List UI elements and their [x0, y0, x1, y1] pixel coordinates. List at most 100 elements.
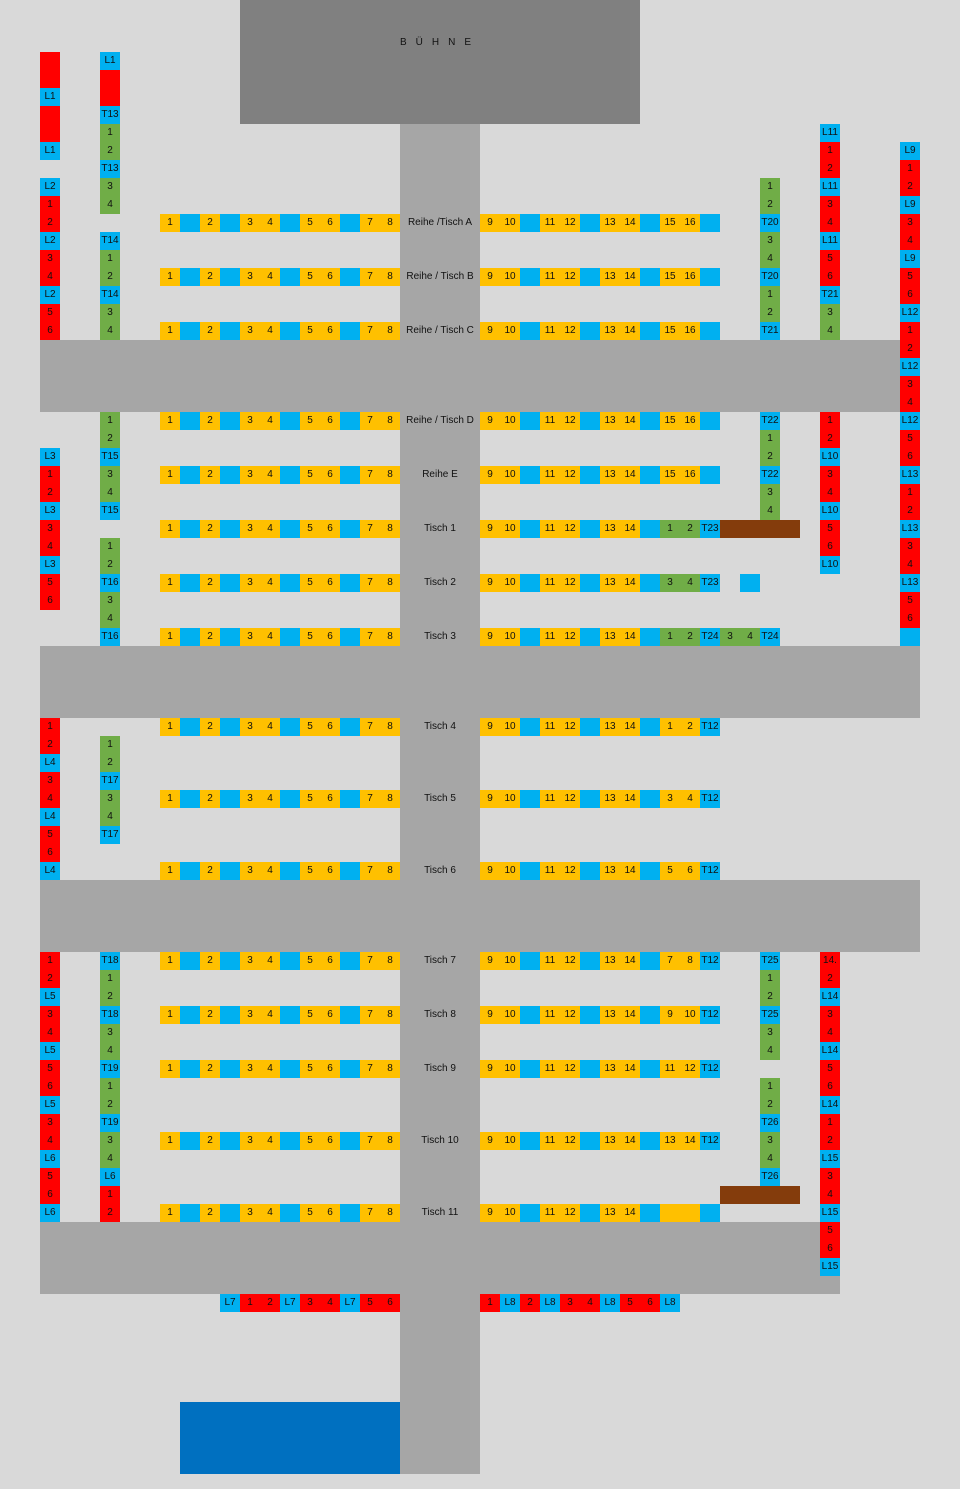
- seat[interactable]: 14: [620, 718, 640, 736]
- side-seat[interactable]: 1: [40, 466, 60, 484]
- seat[interactable]: 15: [660, 214, 680, 232]
- side-seat[interactable]: 2: [760, 304, 780, 322]
- seat[interactable]: [520, 574, 540, 592]
- seat[interactable]: [280, 628, 300, 646]
- side-seat[interactable]: 2: [760, 448, 780, 466]
- seat[interactable]: 10: [500, 718, 520, 736]
- seat[interactable]: 9: [480, 466, 500, 484]
- side-seat[interactable]: L15: [820, 1258, 840, 1276]
- side-seat[interactable]: 3: [100, 1024, 120, 1042]
- side-seat[interactable]: L12: [900, 412, 920, 430]
- seat[interactable]: 9: [480, 574, 500, 592]
- side-seat[interactable]: 1: [40, 196, 60, 214]
- seat[interactable]: [520, 628, 540, 646]
- seat[interactable]: 6: [320, 718, 340, 736]
- side-seat[interactable]: 1: [760, 970, 780, 988]
- side-seat[interactable]: 4: [100, 1150, 120, 1168]
- seat[interactable]: 8: [680, 952, 700, 970]
- seat[interactable]: T12: [700, 718, 720, 736]
- seat[interactable]: [180, 412, 200, 430]
- seat[interactable]: 8: [380, 1204, 400, 1222]
- bottom-seat[interactable]: 1: [240, 1294, 260, 1312]
- side-seat[interactable]: L10: [820, 448, 840, 466]
- seat[interactable]: 1: [160, 790, 180, 808]
- side-seat[interactable]: T16: [100, 574, 120, 592]
- side-seat[interactable]: 2: [100, 988, 120, 1006]
- seat[interactable]: [180, 1204, 200, 1222]
- seat[interactable]: 8: [380, 952, 400, 970]
- seat[interactable]: [180, 1132, 200, 1150]
- seat[interactable]: 3: [240, 466, 260, 484]
- seat[interactable]: 11: [540, 1060, 560, 1078]
- seat[interactable]: [220, 412, 240, 430]
- seat[interactable]: 1: [160, 1204, 180, 1222]
- side-seat[interactable]: 3: [820, 1168, 840, 1186]
- side-seat[interactable]: 1: [100, 124, 120, 142]
- seat[interactable]: 2: [200, 1132, 220, 1150]
- seat[interactable]: 5: [300, 520, 320, 538]
- side-seat[interactable]: [100, 88, 120, 106]
- seat[interactable]: 8: [380, 466, 400, 484]
- seat[interactable]: 7: [360, 952, 380, 970]
- seat[interactable]: 12: [560, 574, 580, 592]
- seat[interactable]: 4: [680, 574, 700, 592]
- seat[interactable]: 11: [540, 1204, 560, 1222]
- seat[interactable]: 7: [360, 268, 380, 286]
- seat[interactable]: [340, 1204, 360, 1222]
- seat[interactable]: 7: [360, 628, 380, 646]
- seat[interactable]: 12: [560, 466, 580, 484]
- seat[interactable]: 6: [320, 268, 340, 286]
- seat[interactable]: 2: [200, 1060, 220, 1078]
- seat[interactable]: 14: [620, 466, 640, 484]
- seat[interactable]: 1: [160, 268, 180, 286]
- seat[interactable]: 13: [600, 1006, 620, 1024]
- seat[interactable]: [220, 214, 240, 232]
- seat[interactable]: [180, 268, 200, 286]
- side-seat[interactable]: L6: [100, 1168, 120, 1186]
- seat[interactable]: [580, 718, 600, 736]
- seat[interactable]: [220, 1132, 240, 1150]
- side-seat[interactable]: L5: [40, 1096, 60, 1114]
- seat[interactable]: 13: [600, 718, 620, 736]
- side-seat[interactable]: 4: [40, 268, 60, 286]
- side-seat[interactable]: T25: [760, 952, 780, 970]
- bottom-seat[interactable]: 3: [300, 1294, 320, 1312]
- side-seat[interactable]: 2: [820, 970, 840, 988]
- seat[interactable]: 12: [560, 1006, 580, 1024]
- seat[interactable]: [220, 268, 240, 286]
- seat[interactable]: 14: [620, 214, 640, 232]
- seat[interactable]: 6: [320, 412, 340, 430]
- seat[interactable]: [180, 466, 200, 484]
- bottom-seat[interactable]: L8: [600, 1294, 620, 1312]
- seat[interactable]: T12: [700, 952, 720, 970]
- seat[interactable]: 8: [380, 1132, 400, 1150]
- seat[interactable]: 5: [300, 214, 320, 232]
- seat[interactable]: [640, 214, 660, 232]
- seat[interactable]: [680, 1204, 700, 1222]
- side-seat[interactable]: 3: [40, 772, 60, 790]
- seat[interactable]: [180, 214, 200, 232]
- seat[interactable]: [180, 322, 200, 340]
- seat[interactable]: 12: [560, 718, 580, 736]
- seat[interactable]: 5: [300, 1204, 320, 1222]
- side-seat[interactable]: 3: [820, 466, 840, 484]
- side-seat[interactable]: T16: [100, 628, 120, 646]
- side-seat[interactable]: L5: [40, 988, 60, 1006]
- side-seat[interactable]: 5: [900, 592, 920, 610]
- side-seat[interactable]: 2: [820, 160, 840, 178]
- seat[interactable]: [340, 268, 360, 286]
- side-seat[interactable]: 1: [900, 322, 920, 340]
- seat[interactable]: [180, 1006, 200, 1024]
- side-seat[interactable]: 3: [100, 178, 120, 196]
- side-seat[interactable]: T22: [760, 466, 780, 484]
- seat[interactable]: T23: [700, 520, 720, 538]
- seat[interactable]: 15: [660, 322, 680, 340]
- side-seat[interactable]: L2: [40, 286, 60, 304]
- bottom-seat[interactable]: 6: [640, 1294, 660, 1312]
- seat[interactable]: [220, 790, 240, 808]
- seat[interactable]: [180, 628, 200, 646]
- seat[interactable]: T23: [700, 574, 720, 592]
- seat[interactable]: 3: [240, 322, 260, 340]
- seat[interactable]: 5: [300, 1132, 320, 1150]
- seat[interactable]: 8: [380, 862, 400, 880]
